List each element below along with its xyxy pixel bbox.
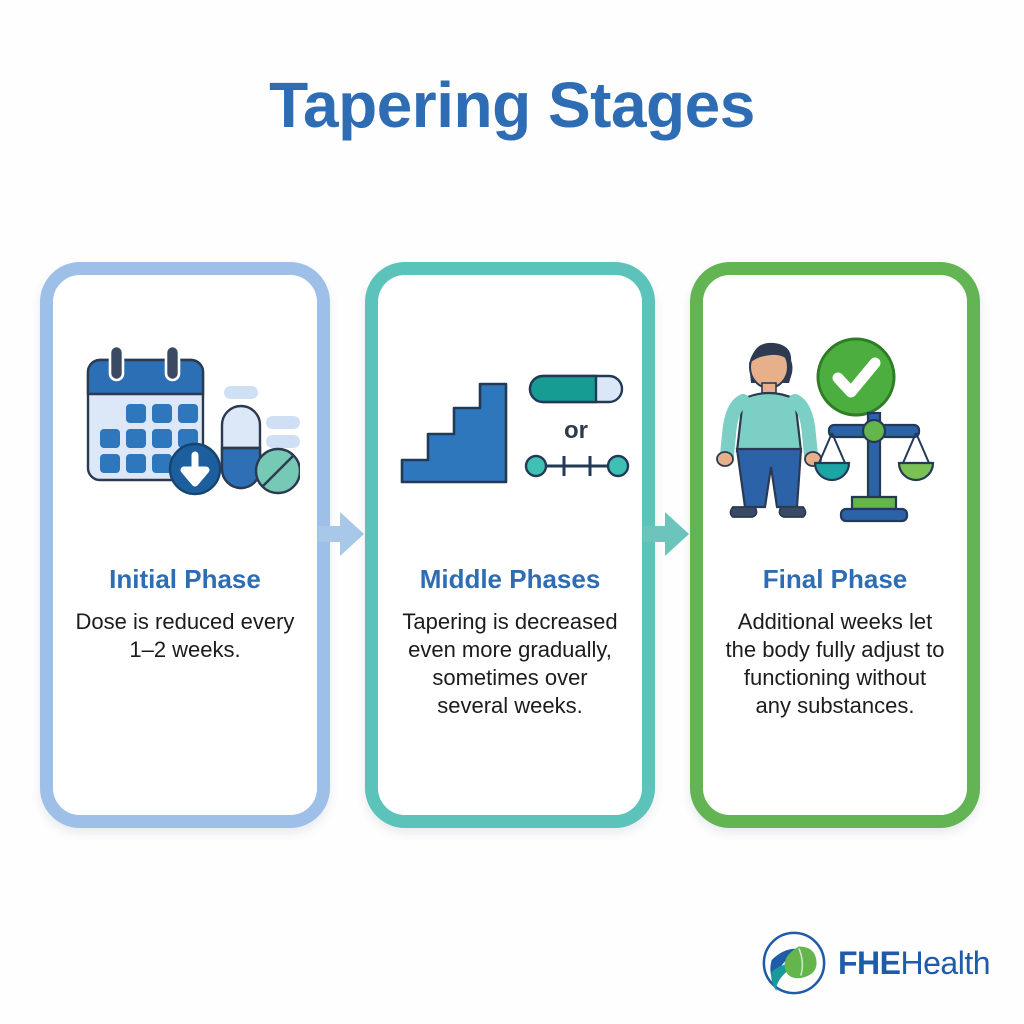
logo-brand-light: Health [900, 944, 991, 981]
check-circle-icon [816, 337, 896, 417]
card-body-text: Tapering is decreased even more graduall… [402, 608, 618, 719]
card-body-text: Additional weeks let the body fully adju… [725, 608, 945, 719]
fhe-logo-mark [762, 931, 826, 995]
fhe-health-logo: FHEHealth [760, 926, 990, 1000]
stage-card-final-phase: Final Phase Additional weeks let the bod… [690, 262, 980, 828]
logo-brand-bold: FHE [838, 944, 901, 981]
person-check-balance-icon [703, 275, 967, 565]
balance-scales-icon [813, 411, 935, 523]
card-heading: Middle Phases [419, 564, 601, 594]
calendar-with-pills-icon [53, 275, 317, 565]
card-heading: Final Phase [762, 564, 908, 594]
card-heading: Initial Phase [109, 564, 261, 594]
stage-card-content: Final Phase Additional weeks let the bod… [703, 275, 967, 815]
stage-card-content: Initial Phase Dose is reduced every 1–2 … [53, 275, 317, 815]
stage-card-middle-phases: or Middle Phases Tapering is decreased e… [365, 262, 655, 828]
stage-card-initial-phase: Initial Phase Dose is reduced every 1–2 … [40, 262, 330, 828]
or-label: or [564, 417, 588, 444]
connector-arrow-1 [318, 512, 364, 556]
stage-card-content: or Middle Phases Tapering is decreased e… [378, 275, 642, 815]
page-title: Tapering Stages [269, 69, 755, 141]
connector-arrow-2 [643, 512, 689, 556]
fhe-logo-text: FHEHealth [838, 945, 990, 982]
person-figure [716, 342, 822, 518]
card-body-text: Dose is reduced every 1–2 weeks. [75, 608, 295, 662]
stairs-progress-timeline-icon: or [378, 275, 642, 565]
